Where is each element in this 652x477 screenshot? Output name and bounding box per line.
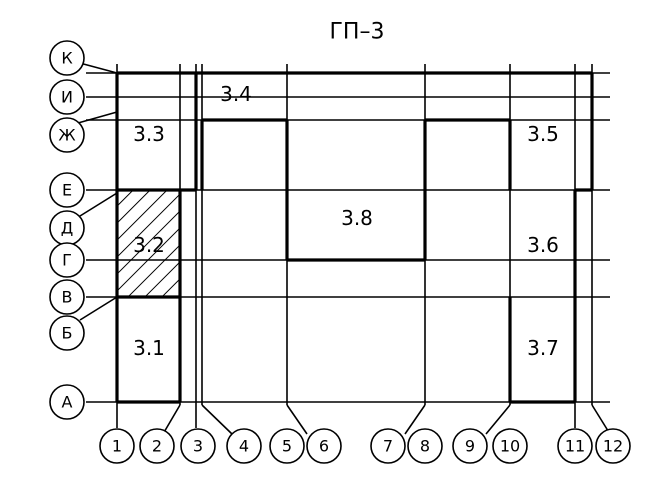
column-leaders [162,404,611,435]
axis-label-2: 2 [152,437,162,456]
axis-label-9: 9 [465,437,475,456]
axis-bubble-g [49,242,85,278]
room-label-3-3: 3.3 [133,122,165,146]
axis-bubble-a [49,384,85,420]
axis-bubble-6 [306,428,342,464]
room-label-3-1: 3.1 [133,336,165,360]
room-labels: 3.1 3.2 3.3 3.4 3.5 3.6 3.7 3.8 [133,82,559,360]
axis-bubble-5 [269,428,305,464]
axis-label-12: 12 [603,437,623,456]
axis-bubble-12 [595,428,631,464]
axis-bubble-8 [407,428,443,464]
axis-label-8: 8 [420,437,430,456]
room-label-3-4: 3.4 [220,82,252,106]
room-label-3-2: 3.2 [133,233,165,257]
room-label-3-7: 3.7 [527,336,559,360]
axis-label-5: 5 [282,437,292,456]
axis-label-4: 4 [239,437,249,456]
axis-label-6: 6 [319,437,329,456]
axis-bubble-10 [492,428,528,464]
axis-label-v: В [62,288,73,307]
axis-label-3: 3 [193,437,203,456]
axis-bubble-i [49,79,85,115]
axis-bubble-1 [99,428,135,464]
axis-bubble-2 [139,428,175,464]
room-label-3-5: 3.5 [527,122,559,146]
axis-label-g: Г [62,251,72,270]
room-label-3-8: 3.8 [341,206,373,230]
axis-bubble-v [49,279,85,315]
axis-bubble-e [49,172,85,208]
axis-label-i: И [61,88,73,107]
building-walls [115,71,594,404]
axis-label-zh: Ж [58,126,75,145]
centerline-gaps [117,73,593,403]
axis-label-11: 11 [565,437,585,456]
axis-bubble-b [49,315,85,351]
axis-label-b: Б [62,324,73,343]
drawing-title: ГП–3 [330,20,385,45]
axis-bubble-11 [557,428,593,464]
axis-bubble-9 [452,428,488,464]
axis-bubble-k [49,40,85,76]
axis-bubble-3 [180,428,216,464]
axis-label-k: К [61,49,73,68]
axis-label-10: 10 [500,437,520,456]
axis-label-a: А [62,393,73,412]
room-label-3-6: 3.6 [527,233,559,257]
axis-label-1: 1 [112,437,122,456]
row-leaders [75,61,118,321]
axis-bubble-7 [370,428,406,464]
column-grid-lines [116,64,593,428]
axis-bubble-zh [49,117,85,153]
axis-label-e: Е [62,181,72,200]
row-axis-bubbles: К И Ж Е Д Г В Б А [49,40,85,420]
axis-label-7: 7 [383,437,393,456]
hatched-room-fill [117,190,180,297]
axis-label-d: Д [61,219,74,238]
axis-bubble-4 [226,428,262,464]
column-axis-bubbles: 1 2 3 4 5 6 7 8 9 10 11 12 [99,428,631,464]
